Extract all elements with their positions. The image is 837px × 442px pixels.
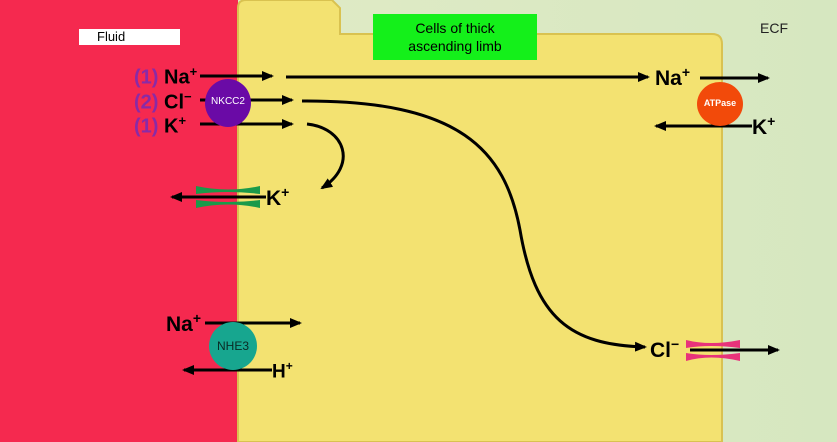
k-channel: [196, 186, 260, 208]
cl-channel: [686, 340, 740, 361]
cell-title-line1: Cells of thick: [415, 20, 495, 36]
nkcc2-cl-ion: Cl: [164, 91, 185, 114]
nkcc2-k-ion: K: [164, 115, 179, 138]
k-recycle-charge: +: [281, 184, 290, 200]
cl-basolateral-charge: −: [671, 336, 680, 352]
nkcc2-cl-label: (2) Cl−: [134, 89, 192, 115]
cell-body: [237, 0, 723, 442]
cl-basolateral-label: Cl−: [650, 336, 679, 363]
fluid-label-text: Fluid: [97, 29, 126, 44]
lumen-region: [0, 0, 238, 442]
nhe3-exchanger: [209, 322, 257, 370]
nkcc2-k-coef: (1): [134, 115, 159, 138]
nkcc2-k-label: (1) K+: [134, 113, 186, 139]
cell-title-box: Cells of thick ascending limb: [373, 14, 537, 60]
atpase-pump: [697, 82, 743, 126]
na-basolateral-ion: Na: [655, 67, 682, 90]
nkcc2-name: NKCC2: [211, 96, 245, 107]
cl-basolateral-ion: Cl: [650, 339, 671, 362]
h-nhe3-label: H+: [272, 359, 293, 383]
cell-title-line2: ascending limb: [408, 38, 502, 54]
atpase-name: ATPase: [703, 98, 737, 108]
ecf-label: ECF: [760, 20, 788, 36]
nkcc2-na-ion: Na: [164, 66, 190, 89]
nkcc2-cl-charge: −: [184, 89, 192, 104]
k-basolateral-ion: K: [752, 116, 768, 139]
k-recycle-ion: K: [266, 187, 282, 210]
nhe3-name: NHE3: [216, 339, 249, 353]
na-basolateral-charge: +: [681, 64, 691, 80]
k-basolateral-charge: +: [767, 113, 776, 129]
k-recycle-label: K+: [266, 184, 289, 211]
k-recycle-arrow: [306, 122, 345, 190]
na-nhe3-charge: +: [192, 310, 202, 326]
na-nhe3-ion: Na: [166, 313, 193, 336]
h-nhe3-charge: +: [285, 359, 293, 373]
fluid-label: Fluid: [79, 29, 180, 45]
nkcc2-k-charge: +: [178, 113, 187, 128]
na-nhe3-label: Na+: [166, 310, 201, 337]
nkcc2-na-coef: (1): [134, 66, 159, 89]
nkcc2-na-label: (1) Na+: [134, 64, 197, 90]
cl-transcellular-arrow: [301, 99, 647, 352]
nkcc2-transporter: [205, 79, 251, 127]
na-basolateral-label: Na+: [655, 64, 690, 91]
nkcc2-na-charge: +: [189, 64, 198, 79]
h-nhe3-ion: H: [272, 361, 286, 383]
k-basolateral-label: K+: [752, 113, 775, 140]
nkcc2-cl-coef: (2): [134, 91, 159, 114]
